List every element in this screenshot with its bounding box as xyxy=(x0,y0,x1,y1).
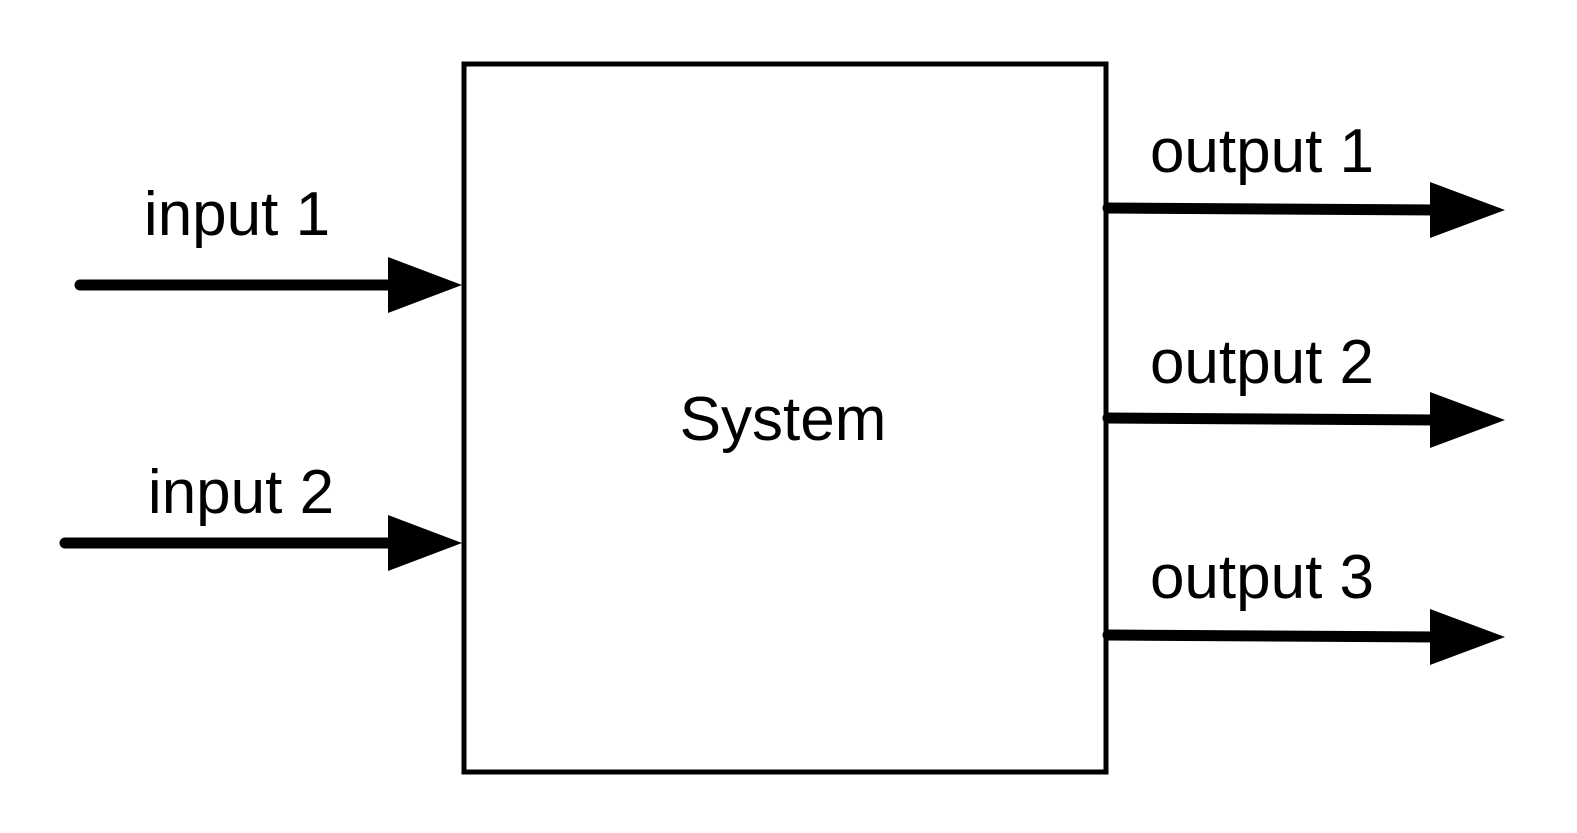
input-2-label: input 2 xyxy=(148,458,334,527)
output-2-line xyxy=(1102,412,1444,426)
output-1-line xyxy=(1102,202,1444,216)
input-2-arrowhead-icon xyxy=(388,515,462,571)
system-box-label: System xyxy=(680,385,887,454)
input-1-label: input 1 xyxy=(144,180,330,249)
output-3-arrowhead-icon xyxy=(1430,609,1505,665)
output-2-arrowhead-icon xyxy=(1430,392,1505,448)
output-2-label: output 2 xyxy=(1150,328,1374,397)
output-3-label: output 3 xyxy=(1150,543,1374,612)
input-arrow-2: input 2 xyxy=(59,458,462,571)
input-1-arrowhead-icon xyxy=(388,257,462,313)
output-1-arrowhead-icon xyxy=(1430,182,1505,238)
output-1-label: output 1 xyxy=(1150,117,1374,186)
system-box xyxy=(461,61,1109,775)
output-3-line xyxy=(1102,629,1444,643)
output-arrow-3: output 3 xyxy=(1102,543,1505,665)
output-arrow-1: output 1 xyxy=(1102,117,1505,238)
input-arrow-1: input 1 xyxy=(74,180,462,313)
output-arrow-2: output 2 xyxy=(1102,328,1505,448)
